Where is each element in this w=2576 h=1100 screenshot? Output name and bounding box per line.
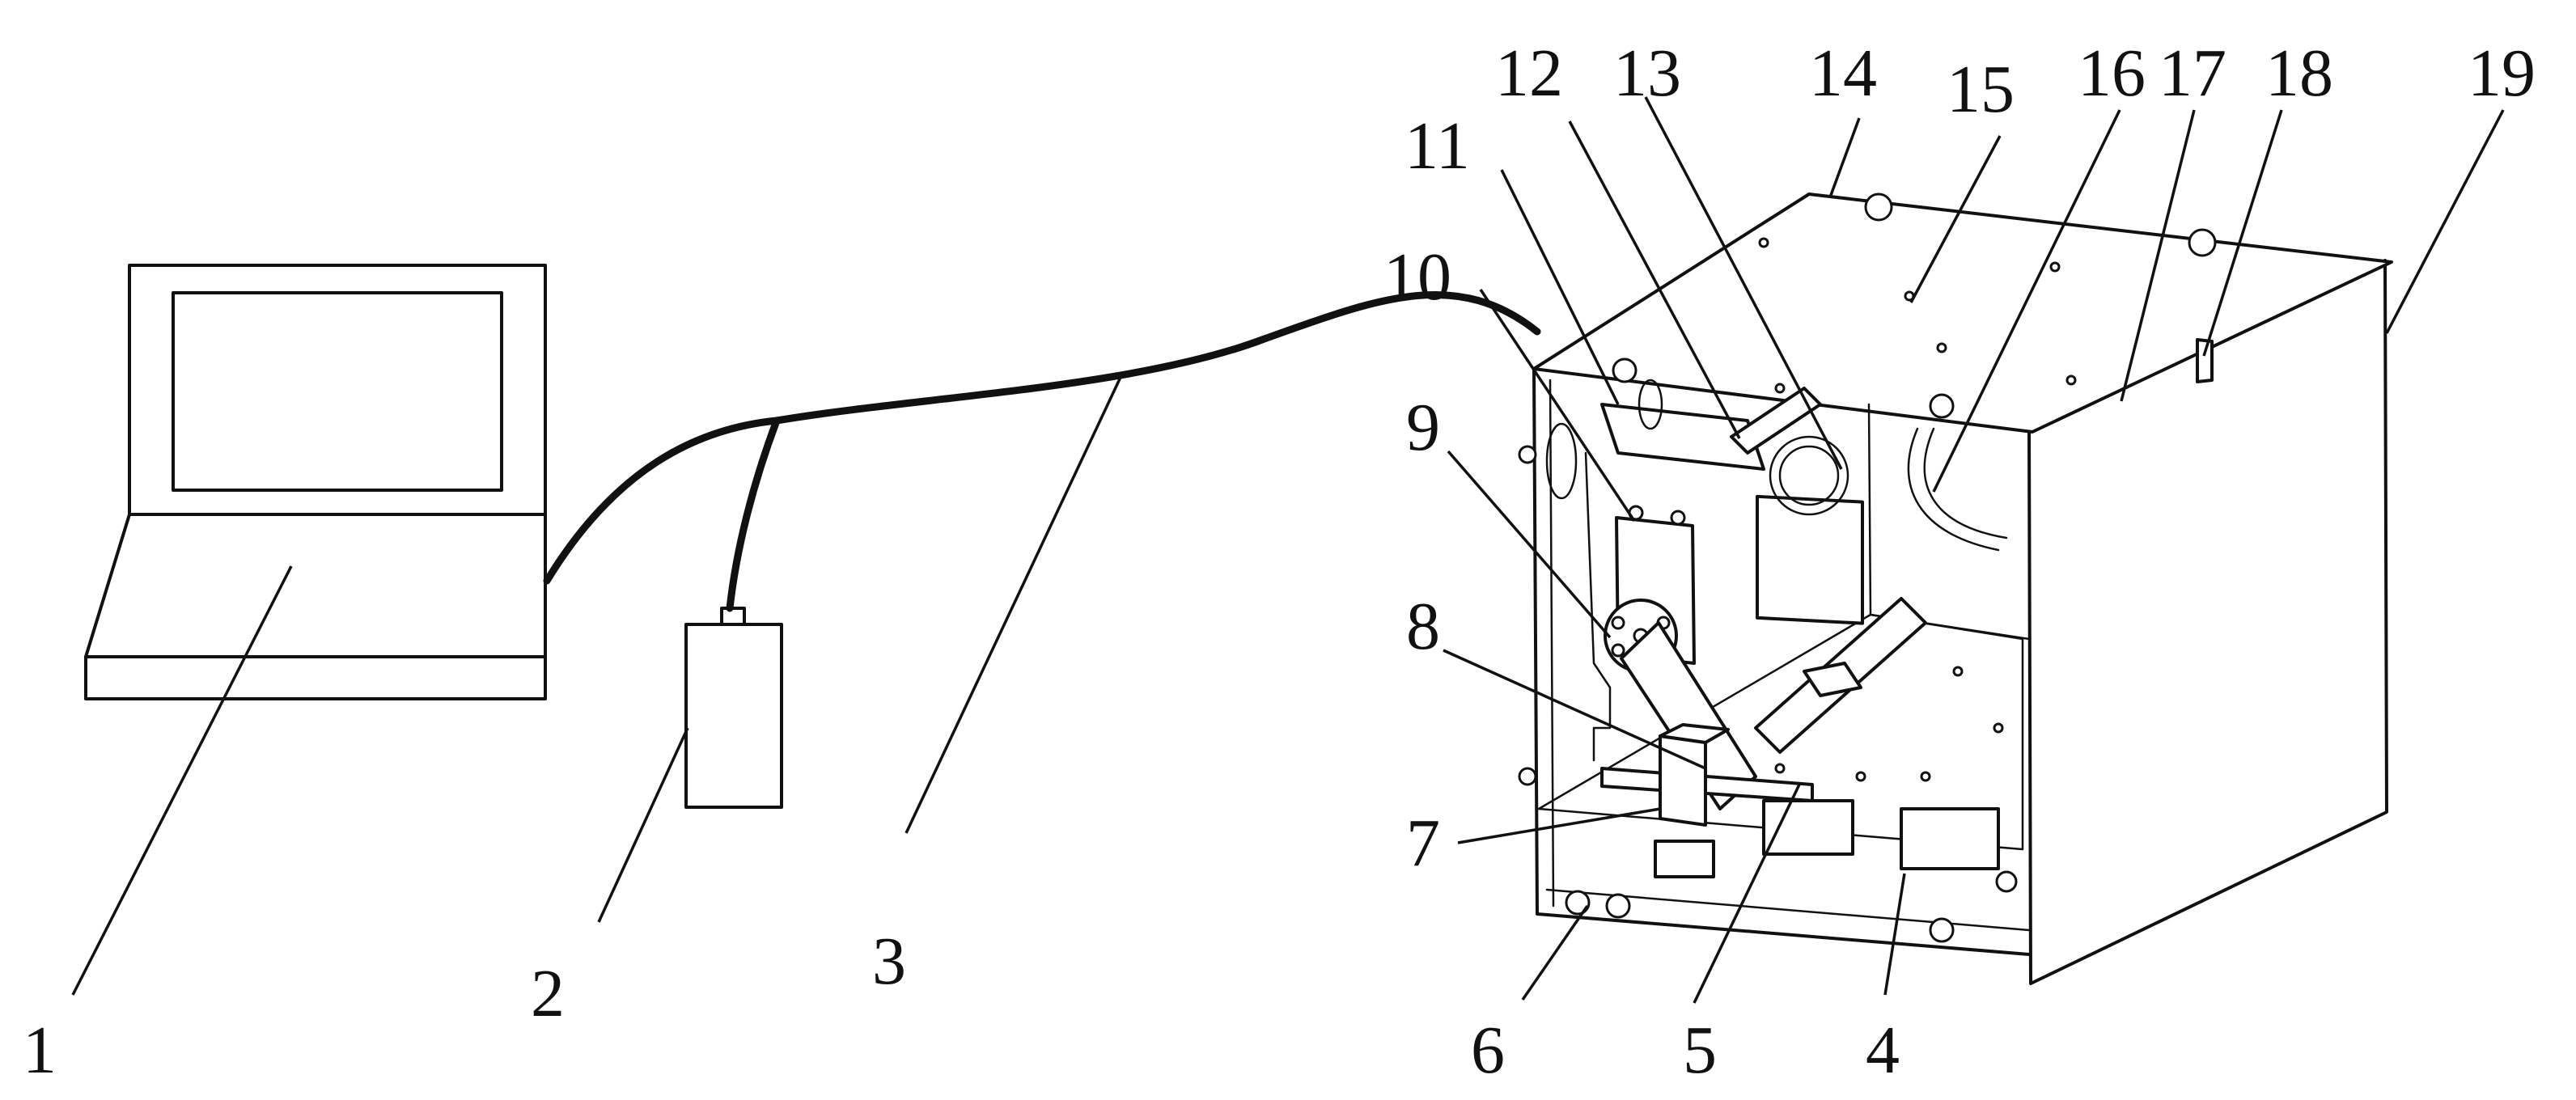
callout-11: 11	[1405, 108, 1470, 184]
callout-16: 16	[2078, 36, 2146, 111]
callout-19: 19	[2468, 36, 2536, 111]
left-wall-bracket	[1545, 422, 1612, 762]
callout-7: 7	[1406, 806, 1440, 881]
callout-3: 3	[872, 924, 906, 999]
callout-18: 18	[2265, 36, 2333, 111]
callout-12: 12	[1495, 36, 1563, 111]
callout-14: 14	[1809, 36, 1877, 111]
test-chamber	[1518, 192, 2393, 985]
callout-13: 13	[1613, 36, 1681, 111]
panel-tab	[2196, 338, 2214, 383]
callout-1: 1	[23, 1013, 57, 1088]
support-block	[1654, 723, 1730, 878]
callout-2: 2	[531, 956, 565, 1031]
cooling-fan	[1756, 435, 1864, 625]
bottom-slider	[1762, 799, 2000, 870]
callout-17: 17	[2159, 36, 2226, 111]
callout-5: 5	[1683, 1013, 1717, 1088]
frame-bolts	[1518, 192, 2217, 943]
callout-9: 9	[1406, 390, 1440, 465]
callout-6: 6	[1471, 1013, 1505, 1088]
floor-holes	[1774, 666, 2004, 782]
callout-10: 10	[1383, 239, 1451, 315]
sensor-box	[684, 607, 783, 809]
signal-cable	[543, 291, 1541, 612]
callout-8: 8	[1406, 589, 1440, 664]
cover-holes	[1758, 237, 2077, 394]
callout-labels: 1 2 3 4 5 6 7 8 9 10 11 12 13 14 15 16 1…	[23, 36, 2536, 1088]
callout-4: 4	[1866, 1013, 1900, 1088]
laptop-computer	[84, 264, 547, 700]
cable-bundle	[1907, 427, 2008, 552]
upper-mounting-plate	[1600, 379, 1822, 471]
diagonal-rail	[1754, 597, 1927, 754]
callout-15: 15	[1947, 52, 2015, 127]
leader-lines	[71, 96, 2505, 1004]
